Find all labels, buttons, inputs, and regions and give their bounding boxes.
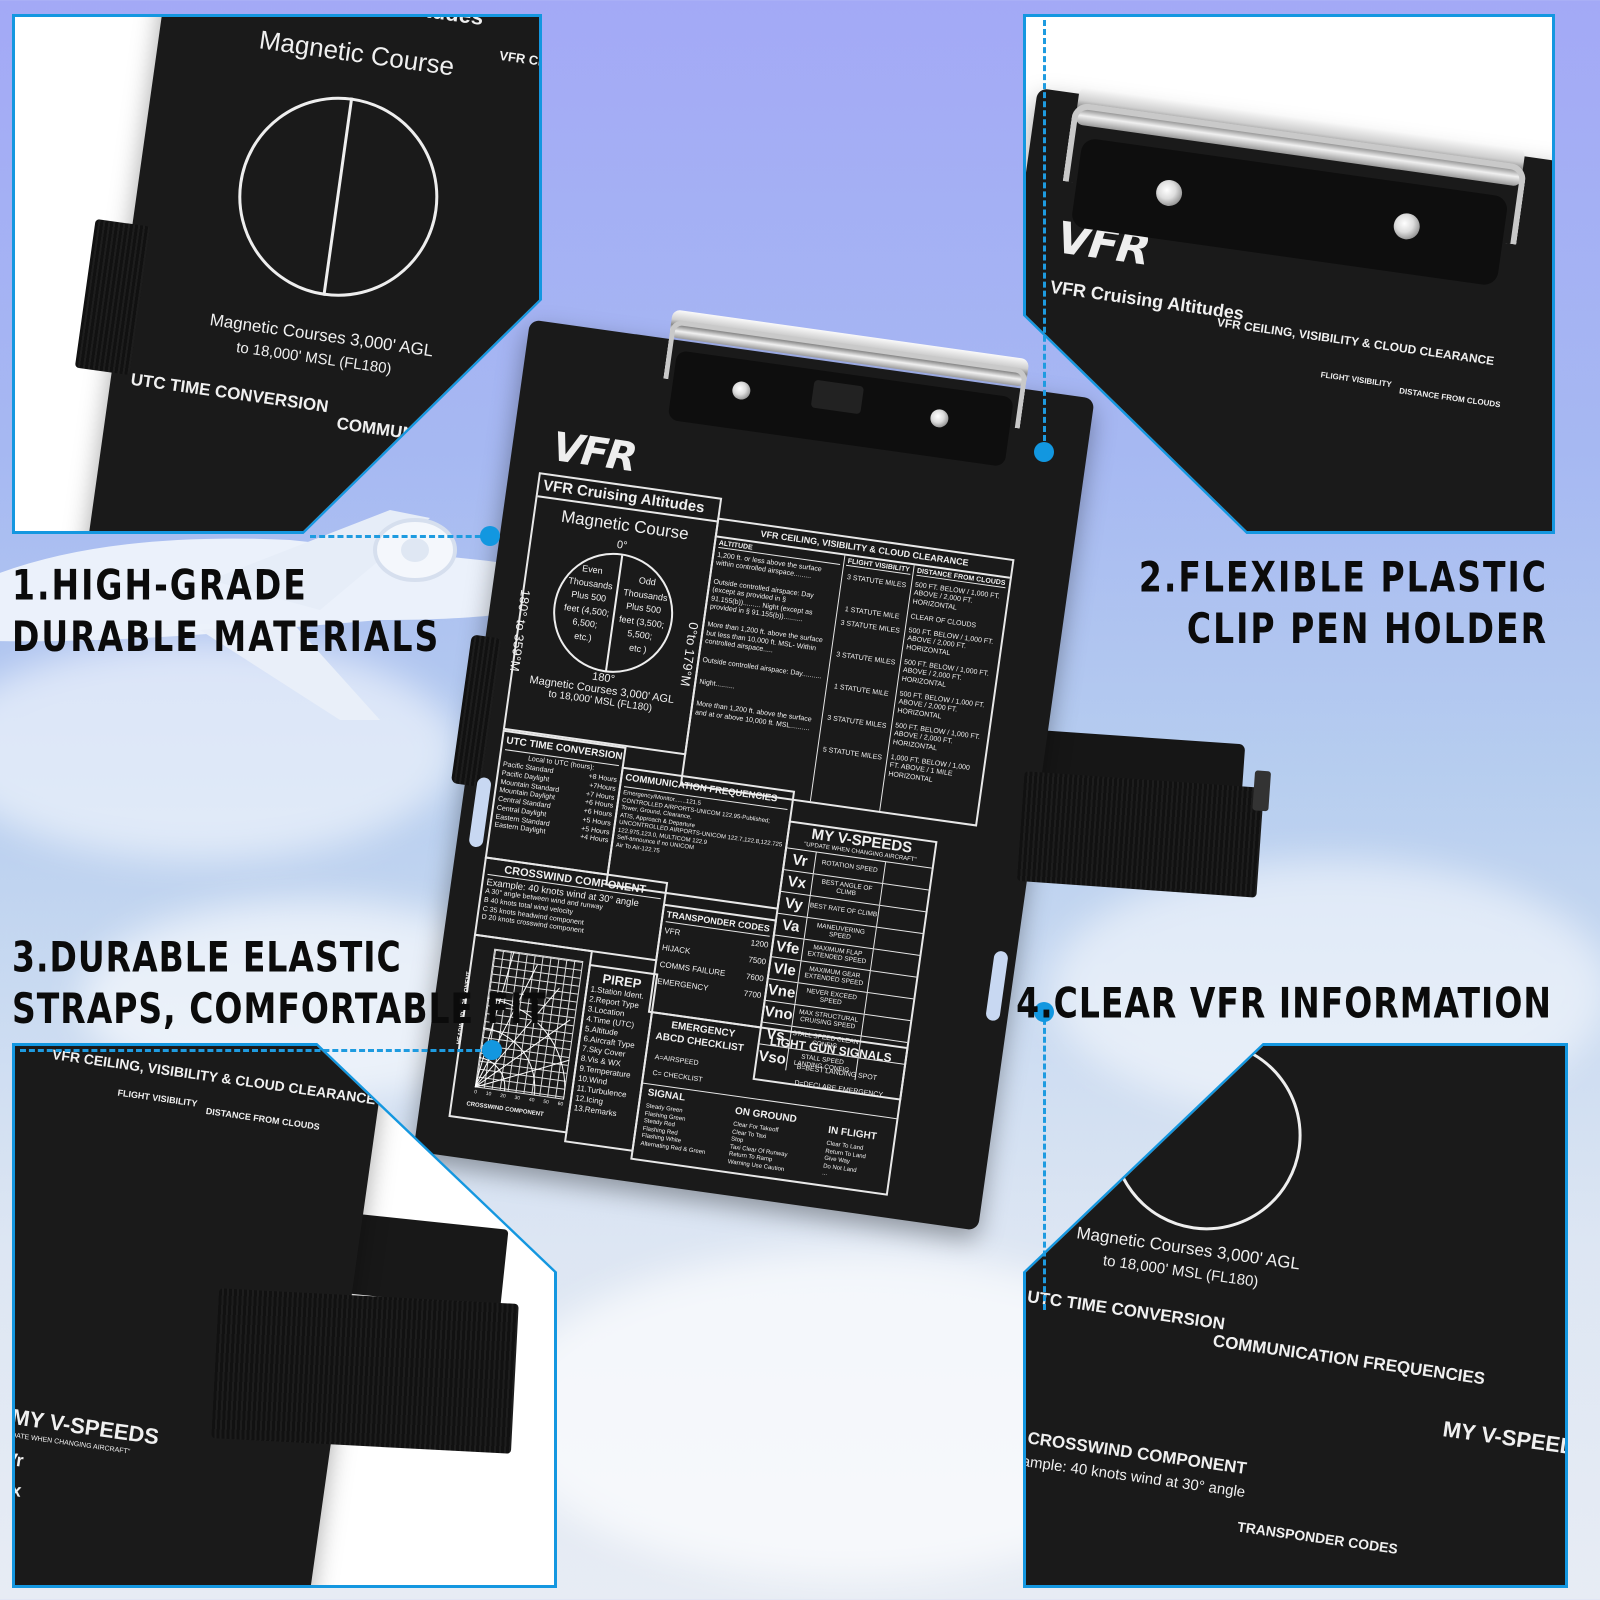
inset-vfr-info: Magnetic Courses 3,000' AGL to 18,000' M… [1023, 1043, 1568, 1588]
strap-slot-right [985, 950, 1009, 1022]
left-axis-label: 180° to 359°M [506, 588, 534, 673]
feature-caption-2: 2.FLEXIBLE PLASTIC CLIP PEN HOLDER [1138, 552, 1548, 654]
connector-dot-4 [1034, 1002, 1054, 1022]
strap-buckle [1252, 770, 1272, 812]
utc-conversion-panel: UTC TIME CONVERSION Local to UTC (hours)… [484, 729, 627, 876]
connector-dot-3 [482, 1040, 502, 1060]
vfr-logo: VFR [549, 424, 639, 482]
cloud-decoration [0, 640, 460, 860]
clipboard-board: VFR VFR Cruising Altitudes Magnetic Cour… [413, 319, 1095, 1231]
connector-line-1 [310, 535, 490, 538]
connector-line-4 [1043, 1010, 1046, 1310]
feature-caption-3: 3.DURABLE ELASTIC STRAPS, COMFORTABLE FI… [12, 932, 547, 1034]
connector-line-2 [1043, 20, 1046, 450]
connector-dot-1 [480, 526, 500, 546]
inset-elastic-front [211, 1288, 519, 1454]
crosswind-chart-lines [474, 951, 571, 1100]
connector-line-3 [20, 1049, 490, 1052]
main-kneeboard: VFR VFR Cruising Altitudes Magnetic Cour… [372, 284, 1272, 1256]
connector-dot-2 [1034, 442, 1054, 462]
feature-caption-1: 1.HIGH-GRADE DURABLE MATERIALS [12, 560, 441, 662]
crosswind-chart-panel: HEADWIND COMPONENT CROSSWIND COMPONENT 0… [448, 933, 593, 1134]
feature-caption-4: 4.CLEAR VFR INFORMATION [1016, 978, 1552, 1028]
pen-loop[interactable] [450, 634, 502, 788]
ceiling-visibility-table: VFR CEILING, VISIBILITY & CLOUD CLEARANC… [679, 517, 1015, 827]
elastic-strap[interactable] [1016, 771, 1264, 898]
inset-materials: VFR Cruising Altitudes Magnetic Course M… [12, 14, 542, 534]
